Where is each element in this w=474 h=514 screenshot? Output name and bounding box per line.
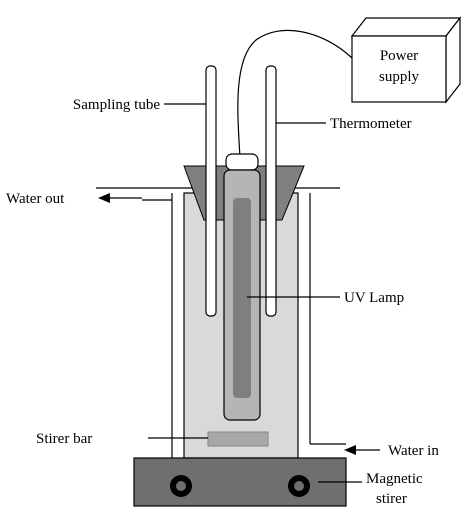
power-supply: Power supply <box>350 16 462 104</box>
uv-lamp-core <box>233 198 251 398</box>
magnetic-stirer-label-line1: Magnetic <box>366 471 423 487</box>
water-out-arrow <box>98 193 142 203</box>
stirer-knob-left-inner <box>176 481 186 491</box>
power-cable <box>237 29 353 159</box>
stirer-bar <box>207 431 269 447</box>
uv-lamp-label: UV Lamp <box>344 290 404 306</box>
lamp-cap <box>225 153 259 171</box>
sampling-tube <box>205 65 217 317</box>
water-in-label: Water in <box>388 443 439 459</box>
thermometer <box>265 65 277 317</box>
power-supply-top-face <box>350 17 462 37</box>
power-supply-label-line1: Power <box>380 48 418 64</box>
stirer-knob-right-inner <box>294 481 304 491</box>
power-supply-label-line2: supply <box>379 69 420 85</box>
sampling-tube-label: Sampling tube <box>73 97 160 113</box>
thermometer-label: Thermometer <box>330 116 412 132</box>
stirer-bar-label: Stirer bar <box>36 431 92 447</box>
water-in-arrow <box>344 445 380 455</box>
water-out-label: Water out <box>6 191 65 207</box>
magnetic-stirer <box>133 457 347 507</box>
power-supply-front-face <box>351 35 447 103</box>
magnetic-stirer-label-line2: stirer <box>376 491 407 507</box>
magnetic-stirer-base <box>133 457 347 507</box>
water-jacket <box>96 187 346 459</box>
